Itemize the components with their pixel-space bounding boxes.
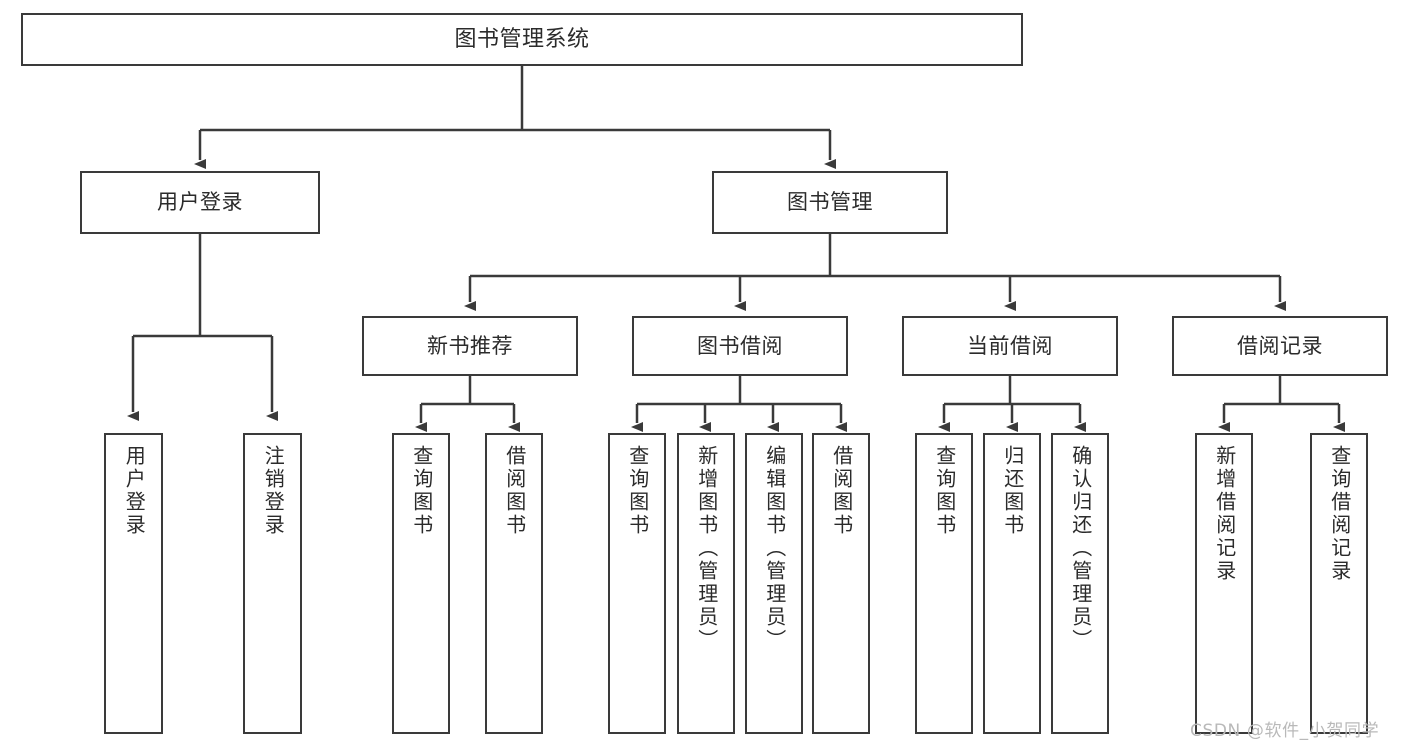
- node-label: 查询图书: [409, 445, 434, 537]
- node-label: 注销登录: [261, 445, 286, 537]
- node-label: 借阅记录: [1237, 333, 1323, 358]
- leaf-borrow-edit-book[interactable]: 编辑图书（管理员）: [745, 433, 803, 734]
- node-label: 借阅图书: [829, 445, 854, 537]
- node-label: 图书管理: [787, 190, 873, 215]
- node-label: 新增图书（管理员）: [694, 445, 719, 652]
- node-label: 查询借阅记录: [1327, 445, 1352, 583]
- node-label: 编辑图书（管理员）: [762, 445, 787, 652]
- leaf-new-book-borrow[interactable]: 借阅图书: [485, 433, 543, 734]
- node-new-book-recommend[interactable]: 新书推荐: [362, 316, 578, 376]
- leaf-borrow-borrow-book[interactable]: 借阅图书: [812, 433, 870, 734]
- leaf-user-login-logout[interactable]: 注销登录: [243, 433, 302, 734]
- node-label: 归还图书: [1000, 445, 1025, 537]
- leaf-new-book-query[interactable]: 查询图书: [392, 433, 450, 734]
- node-book-borrow[interactable]: 图书借阅: [632, 316, 848, 376]
- node-label: 当前借阅: [967, 333, 1053, 358]
- node-label: 用户登录: [157, 190, 243, 215]
- node-label: 新增借阅记录: [1212, 445, 1237, 583]
- node-label: 图书管理系统: [454, 26, 590, 52]
- node-label: 查询图书: [625, 445, 650, 537]
- csdn-watermark: CSDN @软件_小贺同学: [1190, 721, 1380, 741]
- node-label: 查询图书: [932, 445, 957, 537]
- leaf-borrow-query-book[interactable]: 查询图书: [608, 433, 666, 734]
- leaf-current-confirm-return[interactable]: 确认归还（管理员）: [1051, 433, 1109, 734]
- leaf-user-login-login[interactable]: 用户登录: [104, 433, 163, 734]
- node-user-login[interactable]: 用户登录: [80, 171, 320, 234]
- leaf-current-query-book[interactable]: 查询图书: [915, 433, 973, 734]
- node-root-book-management-system[interactable]: 图书管理系统: [21, 13, 1023, 66]
- leaf-record-add-record[interactable]: 新增借阅记录: [1195, 433, 1253, 734]
- node-label: 新书推荐: [427, 333, 513, 358]
- node-label: 确认归还（管理员）: [1068, 445, 1093, 652]
- leaf-current-return-book[interactable]: 归还图书: [983, 433, 1041, 734]
- leaf-borrow-add-book[interactable]: 新增图书（管理员）: [677, 433, 735, 734]
- node-label: 用户登录: [122, 445, 147, 537]
- node-borrow-record[interactable]: 借阅记录: [1172, 316, 1388, 376]
- node-label: 借阅图书: [502, 445, 527, 537]
- node-label: 图书借阅: [697, 333, 783, 358]
- leaf-record-query-record[interactable]: 查询借阅记录: [1310, 433, 1368, 734]
- node-book-management[interactable]: 图书管理: [712, 171, 948, 234]
- node-current-borrow[interactable]: 当前借阅: [902, 316, 1118, 376]
